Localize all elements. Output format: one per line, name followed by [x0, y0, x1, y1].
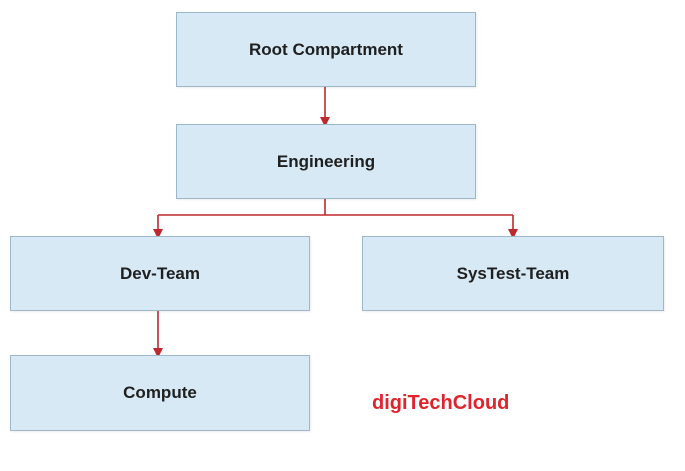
node-label: SysTest-Team	[456, 263, 570, 283]
node-engineering: Engineering	[176, 124, 476, 199]
node-label: Engineering	[276, 151, 376, 171]
node-systest-team: SysTest-Team	[362, 236, 664, 311]
node-label: Compute	[123, 383, 197, 402]
watermark-text: digiTechCloud	[372, 392, 510, 414]
node-dev-team: Dev-Team	[10, 236, 310, 311]
node-compute: Compute	[10, 355, 310, 431]
node-root-compartment: Root Compartment	[176, 12, 476, 87]
node-label: Root Compartment	[249, 39, 403, 59]
node-label: Dev-Team	[120, 263, 200, 283]
